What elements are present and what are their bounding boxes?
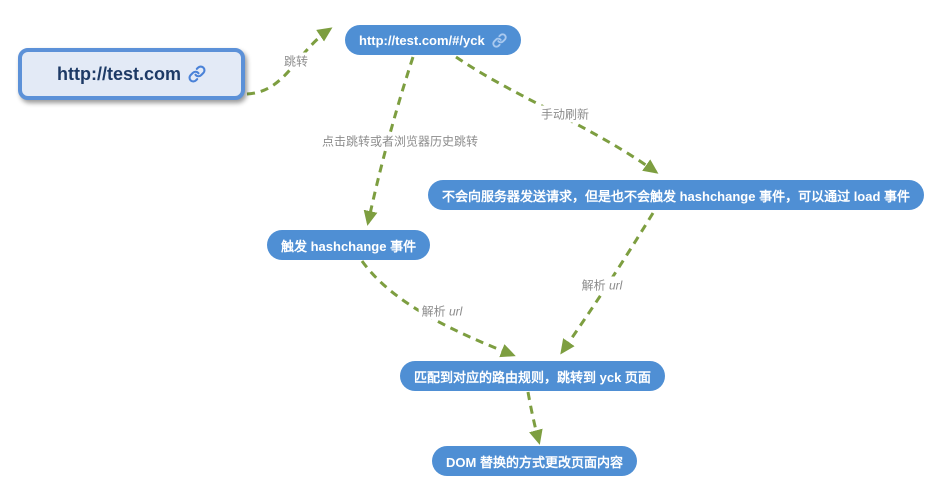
edge-label-parse-url-left-word: url	[449, 304, 463, 319]
hash-url-label: http://test.com/#/yck	[359, 32, 485, 48]
edge-label-parse-url-left-prefix: 解析	[421, 304, 449, 319]
edge-label-click-or-history: 点击跳转或者浏览器历史跳转	[318, 132, 482, 150]
edge-label-manual-refresh: 手动刷新	[537, 105, 593, 123]
route-match-label: 匹配到对应的路由规则，跳转到 yck 页面	[414, 369, 651, 385]
hashchange-label: 触发 hashchange 事件	[281, 238, 417, 254]
dom-update-label: DOM 替换的方式更改页面内容	[446, 454, 623, 470]
edge-label-parse-url-left: 解析 url	[418, 302, 466, 320]
hashchange-node: 触发 hashchange 事件	[267, 230, 431, 260]
start-url-node: http://test.com	[18, 48, 245, 100]
edge-manual-refresh-arrow	[455, 55, 659, 174]
edge-label-parse-url-right-prefix: 解析	[581, 278, 609, 293]
refresh-note-node: 不会向服务器发送请求，但是也不会触发 hashchange 事件，可以通过 lo…	[428, 180, 925, 210]
edge-label-jump: 跳转	[280, 52, 312, 70]
route-match-node: 匹配到对应的路由规则，跳转到 yck 页面	[400, 361, 665, 391]
edge-label-parse-url-right: 解析 url	[578, 276, 626, 294]
hash-url-node: http://test.com/#/yck	[345, 25, 521, 55]
edge-label-parse-url-right-word: url	[609, 278, 623, 293]
refresh-note-label: 不会向服务器发送请求，但是也不会触发 hashchange 事件，可以通过 lo…	[442, 188, 911, 204]
edge-dom-update-arrow	[526, 391, 543, 445]
link-icon	[492, 32, 507, 48]
dom-update-node: DOM 替换的方式更改页面内容	[432, 446, 637, 476]
link-icon	[188, 65, 206, 83]
start-url-label: http://test.com	[57, 63, 181, 84]
